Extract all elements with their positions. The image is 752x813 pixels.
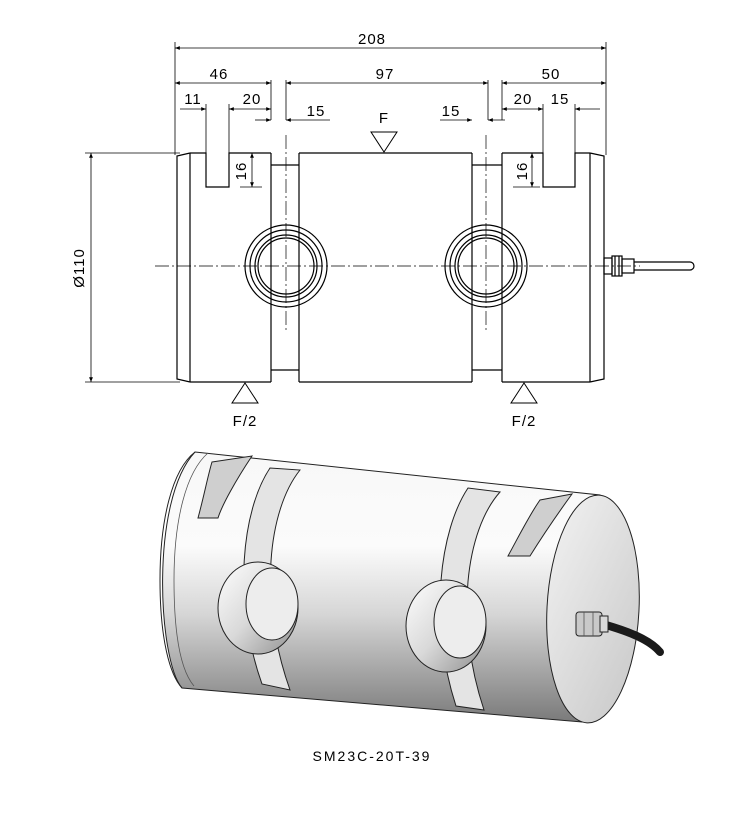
dim-overall: 208 bbox=[358, 31, 386, 48]
bore-right-3d bbox=[405, 579, 487, 673]
elevation-view: 208 46 97 50 11 20 15 15 20 15 16 16 Ø11… bbox=[71, 31, 695, 430]
dim-right-slot-depth: 16 bbox=[514, 162, 531, 181]
centerlines bbox=[155, 135, 640, 330]
load-center: F bbox=[370, 110, 398, 153]
dim-left-section: 46 bbox=[210, 66, 229, 83]
dimension-lines bbox=[89, 46, 606, 382]
cable-gland-3d bbox=[575, 611, 664, 656]
load-right-support: F/2 bbox=[510, 382, 538, 430]
dimension-labels: 208 46 97 50 11 20 15 15 20 15 16 16 Ø11… bbox=[71, 31, 570, 288]
dim-left-slot-depth: 16 bbox=[233, 162, 250, 181]
dim-right-section: 50 bbox=[542, 66, 561, 83]
dim-right-slot-width: 20 bbox=[514, 91, 533, 108]
load-center-label: F bbox=[379, 110, 389, 127]
slot-left bbox=[197, 455, 254, 519]
isometric-render bbox=[159, 451, 664, 724]
dim-left-slot-width: 20 bbox=[243, 91, 262, 108]
load-left-support: F/2 bbox=[231, 382, 259, 430]
model-number: SM23C-20T-39 bbox=[313, 748, 432, 764]
bore-left-3d bbox=[217, 561, 299, 655]
dim-diameter: Ø110 bbox=[71, 248, 88, 288]
dim-left-groove: 15 bbox=[307, 103, 326, 120]
dim-left-slot-offset: 11 bbox=[184, 91, 202, 108]
left-end-rim bbox=[159, 451, 196, 689]
dim-middle-section: 97 bbox=[376, 66, 395, 83]
dim-right-slot-offset: 15 bbox=[551, 91, 570, 108]
end-face bbox=[546, 494, 640, 724]
load-left-label: F/2 bbox=[233, 413, 258, 430]
load-right-label: F/2 bbox=[512, 413, 537, 430]
dim-right-groove: 15 bbox=[442, 103, 461, 120]
cable-connector-side bbox=[603, 255, 695, 277]
slot-right bbox=[507, 493, 574, 557]
